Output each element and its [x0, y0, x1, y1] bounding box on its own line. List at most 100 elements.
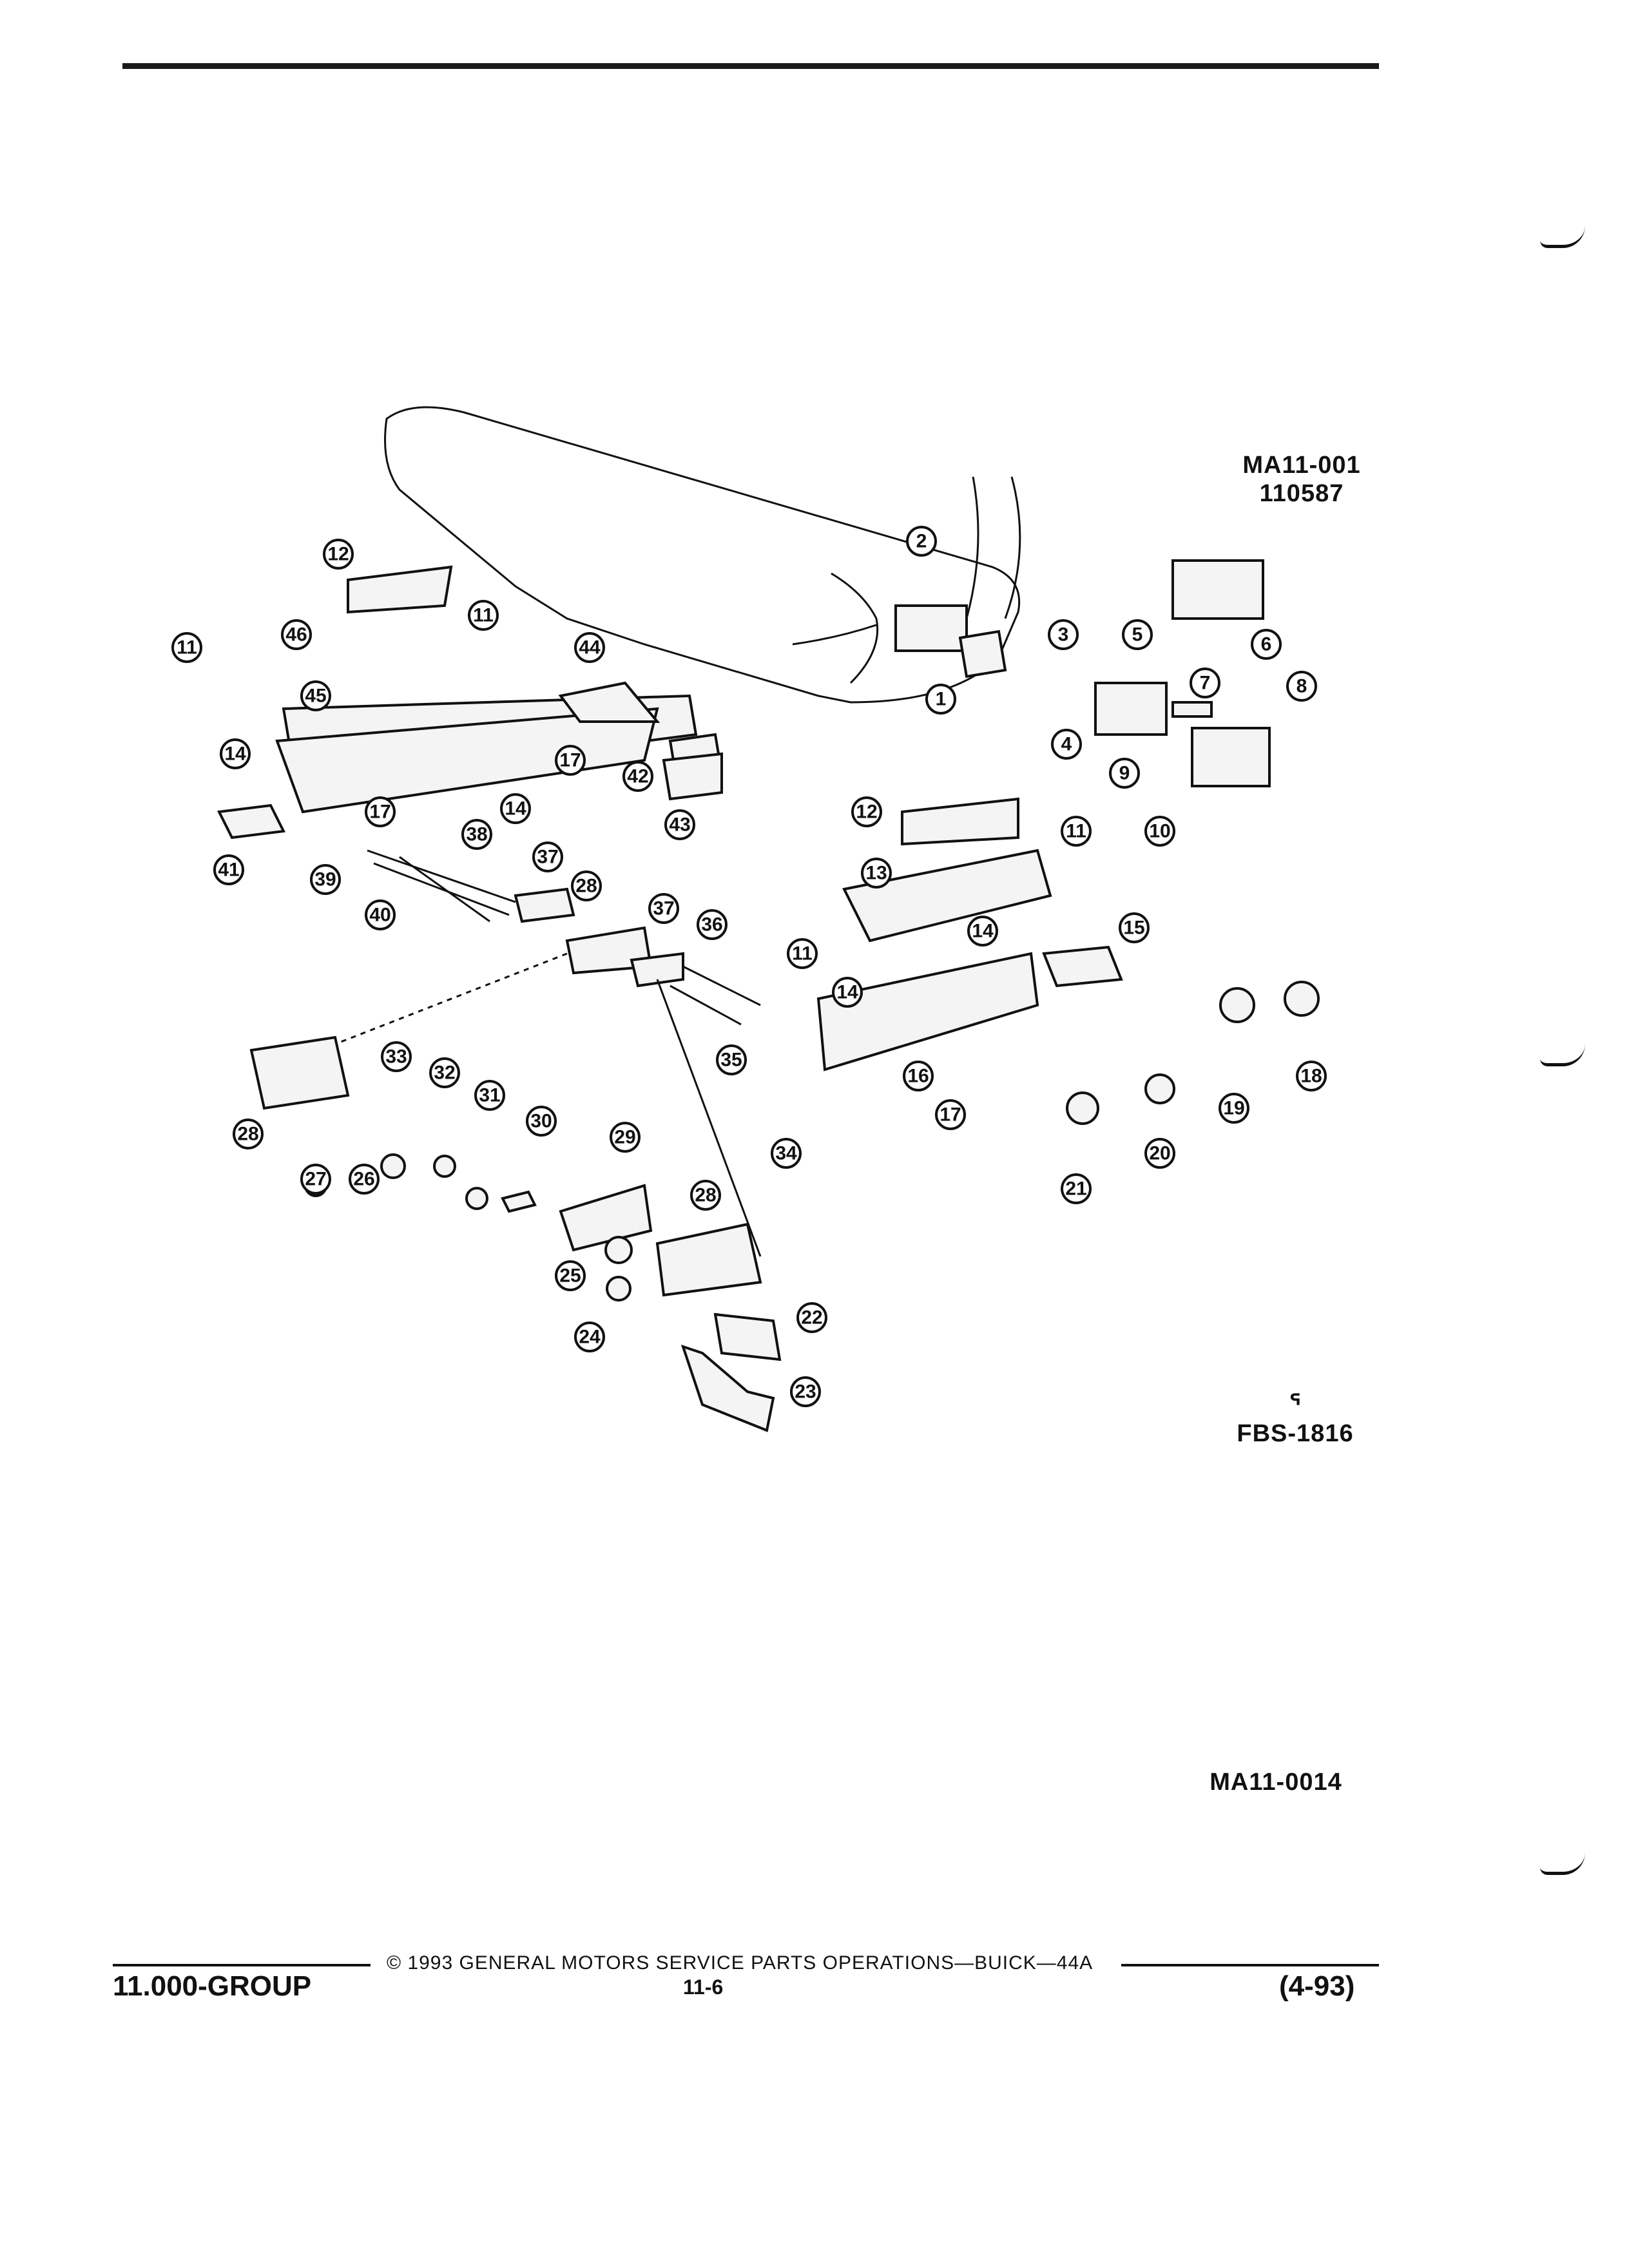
- svg-text:11: 11: [473, 605, 494, 626]
- svg-text:40: 40: [369, 905, 390, 926]
- callout-28b: 28: [233, 1119, 264, 1149]
- svg-text:16: 16: [907, 1066, 929, 1087]
- figure-code-line2: 110587: [1259, 480, 1344, 507]
- callout-8: 8: [1286, 671, 1317, 702]
- footer-page-number: 11-6: [683, 1975, 724, 1999]
- svg-text:3: 3: [1058, 624, 1069, 646]
- switch-bezel-lower: [1191, 727, 1271, 787]
- svg-text:20: 20: [1149, 1143, 1170, 1164]
- callout-14a: 14: [220, 738, 251, 769]
- motor-housing-left: [249, 1035, 350, 1110]
- callout-33: 33: [381, 1041, 412, 1072]
- callout-23: 23: [790, 1376, 821, 1407]
- svg-text:14: 14: [972, 921, 994, 942]
- svg-text:5: 5: [1132, 624, 1143, 646]
- fbs-symbol: ᕐ: [1289, 1389, 1302, 1419]
- svg-text:12: 12: [856, 802, 877, 823]
- callout-42: 42: [622, 761, 653, 792]
- page-edge-mark: [1540, 1044, 1585, 1066]
- callout-32: 32: [429, 1057, 460, 1088]
- callout-13: 13: [861, 858, 892, 889]
- svg-text:37: 37: [653, 898, 674, 919]
- svg-text:10: 10: [1149, 821, 1170, 842]
- callout-12a: 12: [323, 539, 354, 570]
- switch-bezel-top: [1171, 559, 1264, 620]
- svg-text:25: 25: [559, 1265, 581, 1287]
- callout-11c: 11: [1061, 816, 1092, 847]
- svg-text:30: 30: [530, 1111, 552, 1132]
- footer-date: (4-93): [1279, 1970, 1355, 2002]
- callout-7: 7: [1190, 668, 1220, 698]
- svg-text:6: 6: [1261, 634, 1272, 655]
- svg-text:14: 14: [836, 982, 858, 1003]
- seat-cushion-outline: [384, 406, 1021, 704]
- svg-text:35: 35: [720, 1050, 742, 1071]
- svg-text:21: 21: [1065, 1178, 1086, 1200]
- page-edge-mark: [1540, 1852, 1585, 1875]
- top-rule: [122, 63, 1379, 69]
- svg-text:43: 43: [669, 814, 690, 836]
- svg-text:33: 33: [385, 1046, 407, 1068]
- svg-text:14: 14: [224, 744, 246, 765]
- callout-22: 22: [796, 1302, 827, 1333]
- callout-16: 16: [903, 1061, 934, 1091]
- svg-text:23: 23: [795, 1381, 816, 1403]
- svg-text:15: 15: [1123, 918, 1144, 939]
- callout-4: 4: [1051, 729, 1082, 760]
- svg-text:34: 34: [775, 1143, 797, 1164]
- svg-text:39: 39: [314, 869, 336, 890]
- callout-19: 19: [1219, 1093, 1249, 1124]
- callout-17b: 17: [365, 796, 396, 827]
- svg-text:41: 41: [218, 860, 239, 881]
- fbs-code: FBS-1816: [1237, 1420, 1354, 1447]
- callout-21: 21: [1061, 1173, 1092, 1204]
- svg-text:22: 22: [801, 1307, 822, 1329]
- callout-28a: 28: [571, 870, 602, 901]
- callout-12b: 12: [851, 796, 882, 827]
- svg-text:17: 17: [369, 802, 390, 823]
- svg-text:9: 9: [1119, 763, 1130, 784]
- callout-45: 45: [300, 680, 331, 711]
- figure-code: MA11-001 110587: [1224, 451, 1379, 508]
- svg-text:8: 8: [1296, 676, 1307, 697]
- callout-1: 1: [925, 684, 956, 715]
- callout-34: 34: [771, 1138, 802, 1169]
- callout-46: 46: [281, 619, 312, 650]
- callout-26: 26: [349, 1164, 380, 1195]
- svg-text:17: 17: [559, 750, 581, 771]
- svg-text:4: 4: [1061, 734, 1072, 755]
- svg-text:2: 2: [916, 531, 927, 552]
- svg-text:46: 46: [285, 624, 307, 646]
- callout-40: 40: [365, 899, 396, 930]
- callout-11b: 11: [468, 600, 499, 631]
- svg-text:19: 19: [1223, 1098, 1244, 1119]
- callout-6: 6: [1251, 629, 1282, 660]
- callout-35: 35: [716, 1044, 747, 1075]
- svg-text:14: 14: [505, 798, 526, 820]
- svg-text:37: 37: [537, 847, 558, 868]
- svg-text:32: 32: [434, 1062, 455, 1084]
- svg-text:11: 11: [177, 637, 197, 658]
- callout-36: 36: [697, 909, 728, 940]
- callout-5: 5: [1122, 619, 1153, 650]
- callout-29: 29: [610, 1122, 641, 1153]
- svg-text:38: 38: [466, 824, 487, 845]
- callout-27: 27: [300, 1164, 331, 1195]
- callout-17c: 17: [935, 1099, 966, 1130]
- svg-text:42: 42: [627, 766, 648, 787]
- callout-11a: 11: [171, 632, 202, 663]
- svg-text:29: 29: [614, 1127, 635, 1148]
- callout-20: 20: [1144, 1138, 1175, 1169]
- svg-text:31: 31: [479, 1085, 500, 1106]
- svg-text:1: 1: [936, 689, 947, 710]
- fbs-mark: ᕐ FBS-1816: [1218, 1389, 1373, 1448]
- callout-39: 39: [310, 864, 341, 895]
- svg-text:45: 45: [305, 686, 326, 707]
- callout-44: 44: [574, 632, 605, 663]
- svg-text:12: 12: [327, 544, 349, 565]
- callout-25: 25: [555, 1260, 586, 1291]
- callout-24: 24: [574, 1321, 605, 1352]
- footer-group: 11.000-GROUP: [113, 1970, 312, 2002]
- svg-text:13: 13: [865, 863, 887, 884]
